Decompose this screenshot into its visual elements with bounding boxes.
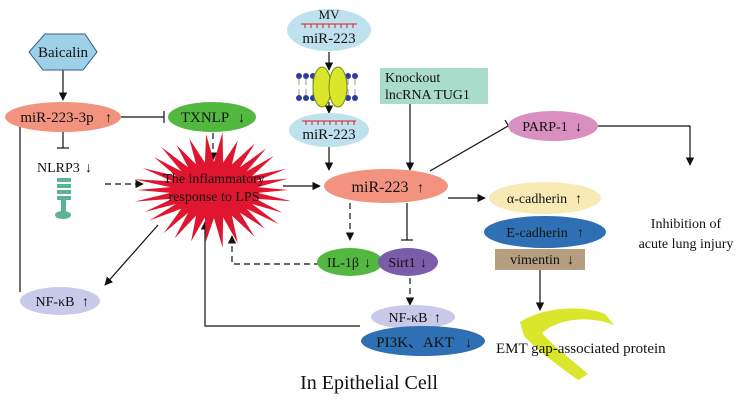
up-arrow-nfkb-left: ↑: [82, 295, 89, 310]
baicalin-label: Baicalin: [38, 45, 88, 61]
inflammatory-label-line2: response to LPS: [169, 190, 260, 205]
mir223-center-node: [324, 169, 448, 203]
rna-strand-top: [301, 23, 357, 28]
emt-protein-shape: [520, 308, 614, 380]
mir223-mid-label: miR-223: [302, 127, 355, 143]
e-cadherin-label: E-cadherin: [506, 226, 567, 241]
down-arrow-nlrp3: ↓: [85, 161, 92, 176]
txnlp-label: TXNLP: [181, 110, 229, 126]
down-arrow-parp1: ↓: [575, 120, 582, 135]
knockout-box: [380, 68, 488, 104]
mv-label: MV: [319, 7, 341, 22]
sirt1-label: Sirt1: [388, 256, 415, 271]
lipid-head: [345, 73, 351, 79]
nfkb-left-node: [20, 287, 100, 315]
pi3k-akt-label: PI3K、AKT: [376, 335, 454, 351]
nfkb-right-node: [371, 305, 455, 329]
sirt1-node: [378, 248, 438, 276]
inhibit-center-to-parp1: [429, 125, 509, 172]
il1b-node: [317, 248, 383, 276]
inhibition-label-line2: acute lung injury: [639, 237, 734, 252]
nlrp3-label: NLRP3: [37, 161, 80, 176]
nfkb-left-label: NF-κB: [36, 295, 75, 310]
down-arrow-sirt1: ↓: [420, 256, 427, 271]
lipid-head: [296, 95, 302, 101]
arrow-parp1-to-inhibition: [598, 125, 695, 166]
inflammatory-label-line1: The inflammatory: [163, 172, 264, 187]
vimentin-label: vimentin: [510, 253, 560, 268]
inflammatory-burst: [133, 132, 292, 248]
nfkb-right-label: NF-κB: [389, 311, 428, 326]
arrow-il1b-to-inflammatory: [227, 235, 320, 265]
baicalin-hexagon: [28, 33, 98, 71]
parp1-label: PARP-1: [522, 120, 567, 135]
mir2233p-node: [5, 102, 121, 132]
alpha-cadherin-node: [489, 182, 601, 214]
arrow-pi3k-to-inflammatory: [200, 221, 360, 327]
nlrp3-receptor-icon: [55, 178, 71, 219]
mir223-center-label: miR-223: [352, 179, 409, 196]
connectors: [19, 52, 695, 327]
knockout-label-line1: Knockout: [385, 71, 440, 86]
vimentin-box: [495, 249, 585, 270]
up-arrow-e-cadherin: ↑: [577, 226, 584, 241]
mir223-top-label: miR-223: [302, 31, 355, 47]
knockout-label-line2: lncRNA TUG1: [385, 88, 470, 103]
up-arrow-alpha-cadherin: ↑: [575, 192, 582, 207]
emt-label: EMT gap-associated protein: [496, 341, 666, 357]
rna-strand-mid: [302, 120, 356, 125]
down-arrow-pi3k: ↓: [465, 336, 472, 351]
lipid-head: [345, 95, 351, 101]
il1b-label: IL-1β: [327, 256, 359, 271]
lipid-head: [352, 95, 358, 101]
footer-title: In Epithelial Cell: [300, 372, 438, 394]
arrow-inflammatory-to-nfkb: [104, 224, 159, 286]
mir2233p-label: miR-223-3p: [20, 110, 93, 126]
pi3k-akt-node: [361, 326, 485, 356]
up-arrow-mir223-center: ↑: [417, 181, 424, 196]
up-arrow-mir2233p: ↑: [105, 111, 112, 126]
lipid-head: [296, 73, 302, 79]
e-cadherin-node: [484, 216, 606, 248]
down-arrow-il1b: ↓: [364, 256, 371, 271]
lipid-head: [352, 73, 358, 79]
down-arrow-txnlp: ↓: [238, 111, 245, 126]
inhibition-label-line1: Inhibition of: [651, 217, 722, 232]
lipid-head: [303, 73, 309, 79]
channel-protein-icon: [312, 66, 348, 108]
lipid-head: [303, 95, 309, 101]
up-arrow-nfkb-right: ↑: [434, 311, 441, 326]
mv-node: [287, 9, 371, 51]
alpha-cadherin-label: α-cadherin: [507, 192, 567, 207]
arrow-nfkb-to-mir2233p: [19, 112, 44, 292]
parp1-node: [508, 111, 598, 141]
down-arrow-vimentin: ↓: [567, 253, 574, 268]
txnlp-node: [168, 102, 256, 132]
